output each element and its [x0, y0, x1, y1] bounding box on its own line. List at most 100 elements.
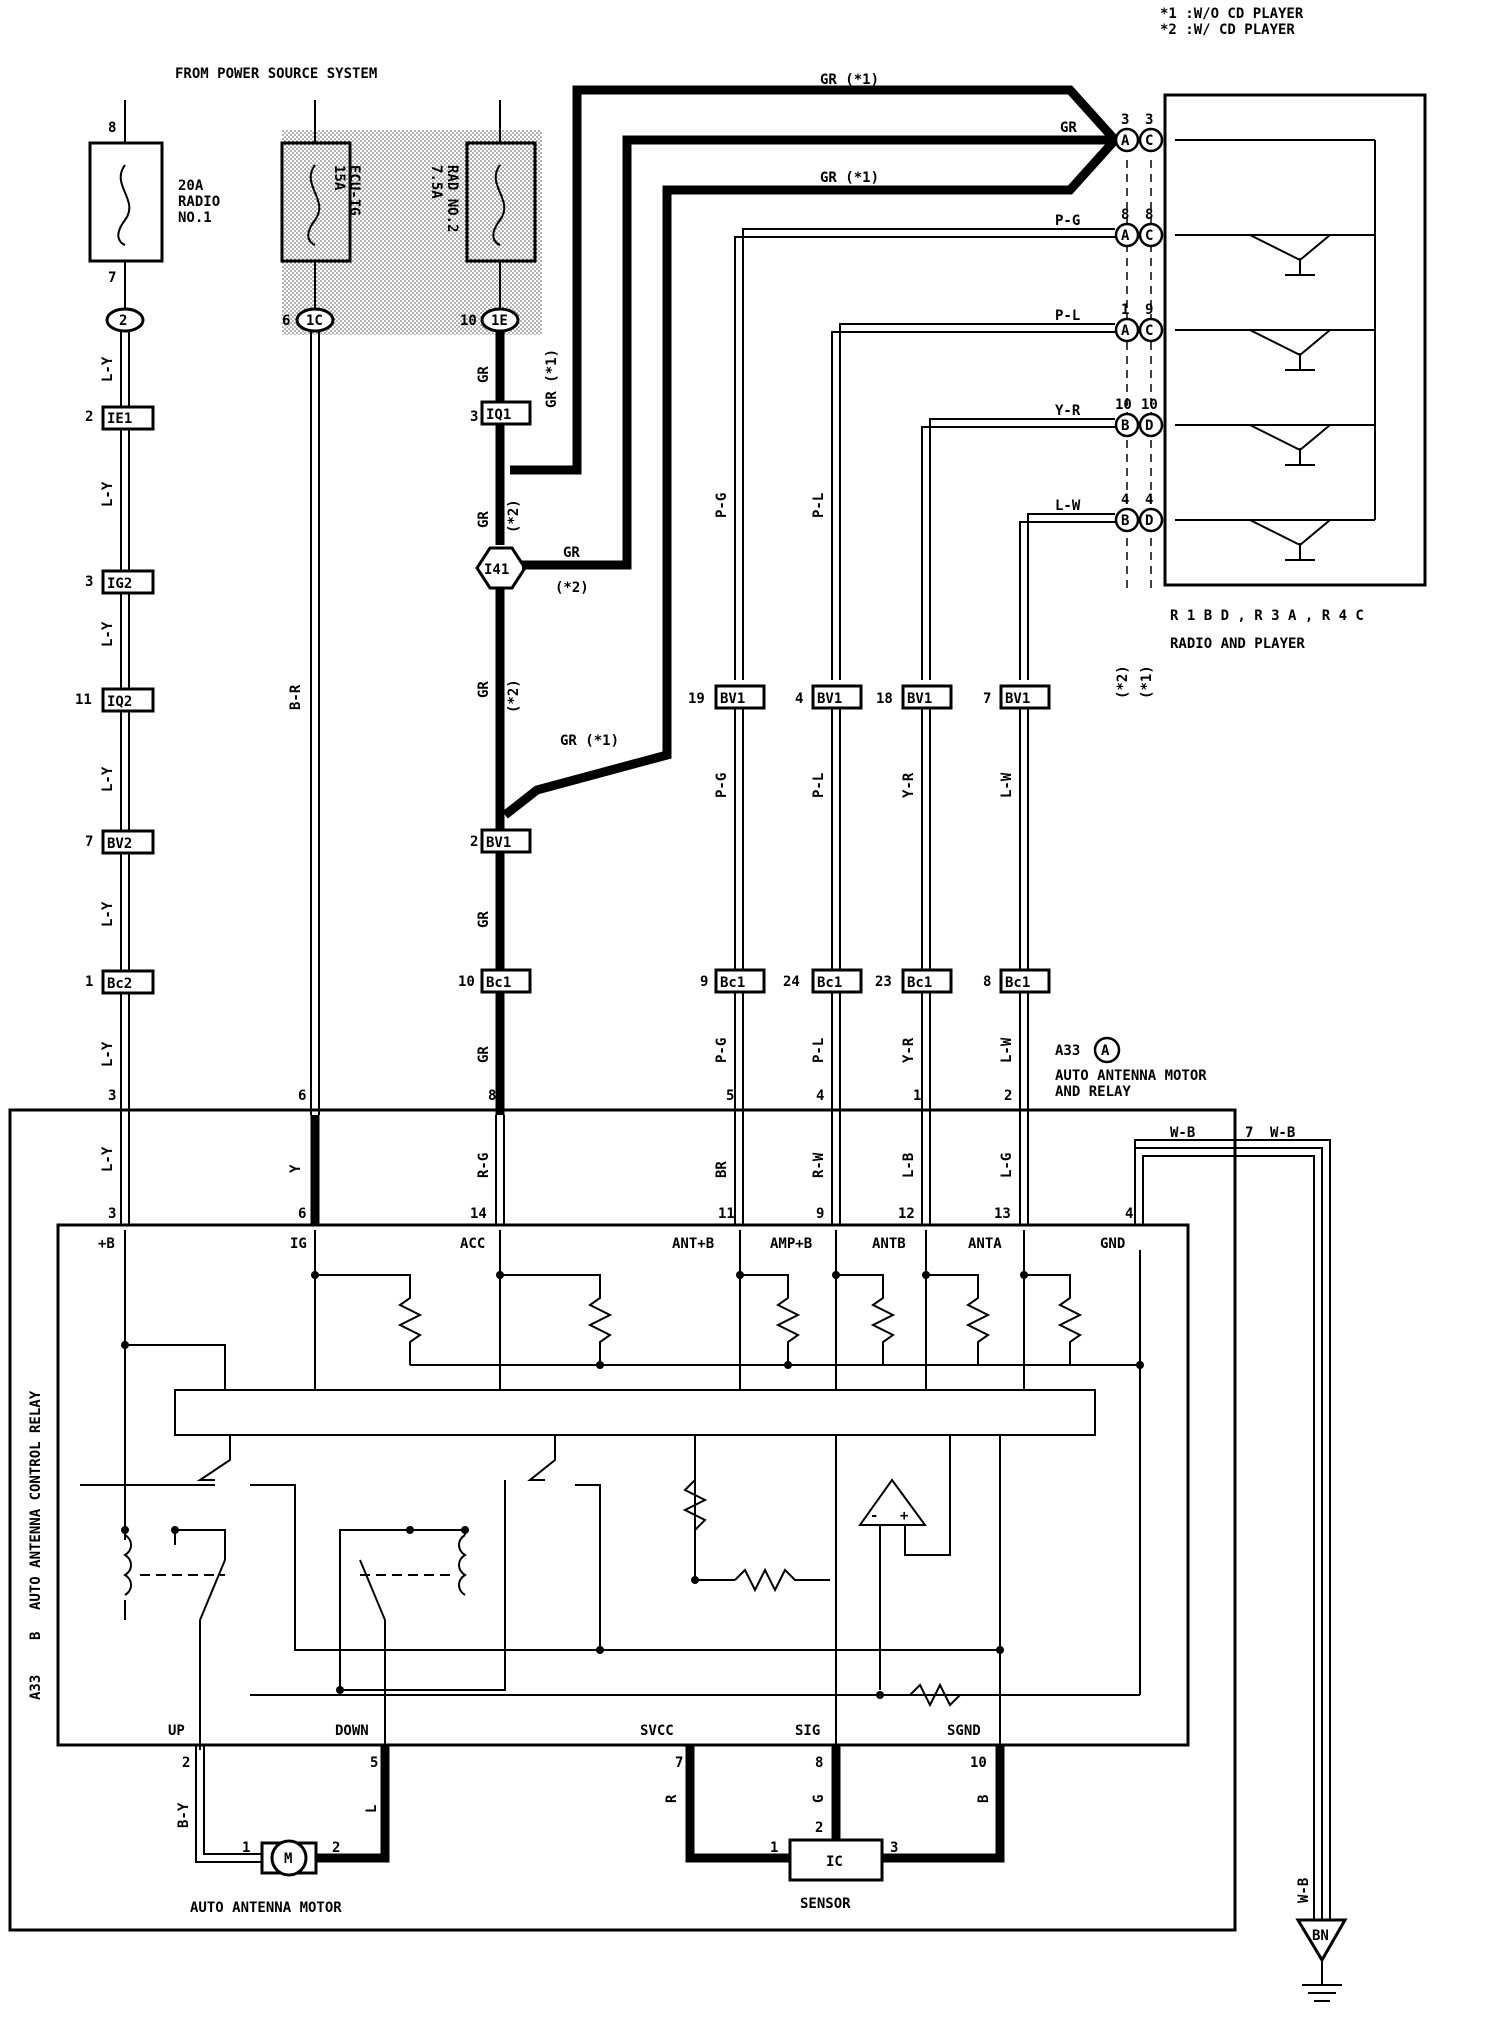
- ecu-fuse-shaded-area: [282, 130, 542, 335]
- svg-text:2: 2: [182, 1755, 190, 1771]
- svg-text:(*2): (*2): [506, 499, 522, 533]
- svg-text:P-L: P-L: [811, 493, 827, 518]
- svg-text:C: C: [1145, 133, 1153, 149]
- svg-text:10: 10: [970, 1755, 987, 1771]
- svg-text:ACC: ACC: [460, 1236, 485, 1252]
- svg-text:GR (*1): GR (*1): [544, 349, 560, 408]
- svg-text:B: B: [1121, 418, 1129, 434]
- svg-text:4: 4: [795, 691, 803, 707]
- ecu-ig-circuit: 15A ECU-IG 6 1C B-R 6 Y 6: [280, 100, 362, 1225]
- svg-text:GR (*1): GR (*1): [820, 72, 879, 88]
- svg-text:A: A: [1121, 323, 1130, 339]
- ground-wire: [1134, 1139, 1331, 1920]
- svg-text:L-W: L-W: [999, 772, 1015, 798]
- svg-text:11: 11: [718, 1206, 735, 1222]
- svg-text:8: 8: [108, 120, 116, 136]
- svg-text:B: B: [976, 1795, 992, 1803]
- svg-text:2: 2: [470, 834, 478, 850]
- svg-text:1: 1: [913, 1088, 921, 1104]
- svg-text:Bc1: Bc1: [1005, 975, 1030, 991]
- svg-text:7: 7: [85, 834, 93, 850]
- svg-text:ANTB: ANTB: [872, 1236, 906, 1252]
- svg-text:GND: GND: [1100, 1236, 1125, 1252]
- svg-text:GR: GR: [476, 911, 492, 928]
- svg-text:1: 1: [242, 1840, 250, 1856]
- svg-text:7: 7: [1245, 1125, 1253, 1141]
- svg-text:P-L: P-L: [1055, 308, 1080, 324]
- svg-text:4: 4: [1125, 1206, 1133, 1222]
- ic-sensor: [788, 1838, 884, 1882]
- svg-text:1C: 1C: [306, 313, 323, 329]
- svg-text:3: 3: [1121, 112, 1129, 128]
- svg-text:L-G: L-G: [999, 1153, 1015, 1178]
- svg-text:W-B: W-B: [1270, 1125, 1295, 1141]
- svg-text:7: 7: [108, 270, 116, 286]
- svg-text:24: 24: [783, 974, 800, 990]
- svg-text:L-Y: L-Y: [100, 356, 116, 382]
- svg-text:BV1: BV1: [1005, 691, 1030, 707]
- svg-text:1: 1: [1121, 302, 1129, 318]
- control-relay-internals: [80, 1230, 1141, 1750]
- svg-text:Y-R: Y-R: [901, 1037, 917, 1063]
- svg-text:10: 10: [458, 974, 475, 990]
- rad-no2-circuit: 7.5A RAD NO.2 10 1E GR 3 IQ1 GR (*2) I41…: [428, 100, 537, 1225]
- svg-text:6: 6: [298, 1206, 306, 1222]
- svg-text:A: A: [1101, 1043, 1110, 1059]
- svg-text:IG: IG: [290, 1236, 307, 1252]
- svg-text:M: M: [284, 1851, 292, 1867]
- svg-text:(*2): (*2): [555, 580, 589, 596]
- note-w-o-cd: *1 :W/O CD PLAYER: [1160, 6, 1304, 22]
- svg-text:GR: GR: [476, 511, 492, 528]
- svg-text:3: 3: [108, 1088, 116, 1104]
- svg-text:L-Y: L-Y: [100, 621, 116, 647]
- svg-text:IE1: IE1: [107, 411, 132, 427]
- svg-text:10: 10: [460, 313, 477, 329]
- svg-text:BV1: BV1: [720, 691, 745, 707]
- svg-text:12: 12: [898, 1206, 915, 1222]
- bc1-signal-connectors: 9 Bc1 24 Bc1 23 Bc1 8 Bc1: [700, 968, 1051, 994]
- svg-text:SENSOR: SENSOR: [800, 1896, 851, 1912]
- control-relay-bottom-terminals: UP DOWN SVCC SIG SGND 2 5 7 8 10: [168, 1723, 987, 1771]
- svg-text:AUTO ANTENNA MOTOR: AUTO ANTENNA MOTOR: [1055, 1068, 1207, 1084]
- svg-text:BR: BR: [714, 1161, 730, 1178]
- svg-text:W-B: W-B: [1296, 1878, 1312, 1903]
- auto-antenna-motor-and-relay-box: [8, 1108, 1237, 1932]
- svg-text:GR: GR: [476, 681, 492, 698]
- svg-text:(*2): (*2): [1115, 665, 1131, 699]
- svg-text:R-G: R-G: [476, 1153, 492, 1178]
- svg-text:(*2): (*2): [506, 679, 522, 713]
- svg-text:6: 6: [282, 313, 290, 329]
- svg-text:L-Y: L-Y: [100, 481, 116, 507]
- svg-text:-: -: [870, 1508, 878, 1524]
- svg-text:8: 8: [1145, 207, 1153, 223]
- svg-text:7: 7: [675, 1755, 683, 1771]
- svg-text:BV2: BV2: [107, 836, 132, 852]
- svg-text:P-G: P-G: [1055, 213, 1080, 229]
- svg-text:DOWN: DOWN: [335, 1723, 369, 1739]
- svg-text:15A: 15A: [331, 165, 347, 191]
- svg-text:19: 19: [688, 691, 705, 707]
- svg-text:L-W: L-W: [1055, 498, 1081, 514]
- auto-antenna-control-relay-box: [56, 1223, 1190, 1747]
- svg-text:SVCC: SVCC: [640, 1723, 674, 1739]
- svg-text:2: 2: [332, 1840, 340, 1856]
- note-w-cd: *2 :W/ CD PLAYER: [1160, 22, 1295, 38]
- svg-text:4: 4: [1121, 492, 1129, 508]
- svg-text:A: A: [1121, 133, 1130, 149]
- svg-text:3: 3: [85, 574, 93, 590]
- svg-text:A33: A33: [1055, 1043, 1080, 1059]
- svg-text:RAD NO.2: RAD NO.2: [444, 165, 460, 232]
- svg-text:A: A: [1121, 228, 1130, 244]
- svg-text:13: 13: [994, 1206, 1011, 1222]
- svg-text:L-Y: L-Y: [100, 766, 116, 792]
- svg-text:D: D: [1145, 513, 1153, 529]
- svg-text:1: 1: [85, 974, 93, 990]
- svg-text:G: G: [811, 1795, 827, 1803]
- svg-text:B-R: B-R: [288, 684, 304, 710]
- relay-dots: [121, 1271, 1144, 1699]
- svg-text:2: 2: [119, 313, 127, 329]
- svg-text:L-W: L-W: [999, 1037, 1015, 1063]
- svg-text:8: 8: [1121, 207, 1129, 223]
- svg-text:11: 11: [75, 692, 92, 708]
